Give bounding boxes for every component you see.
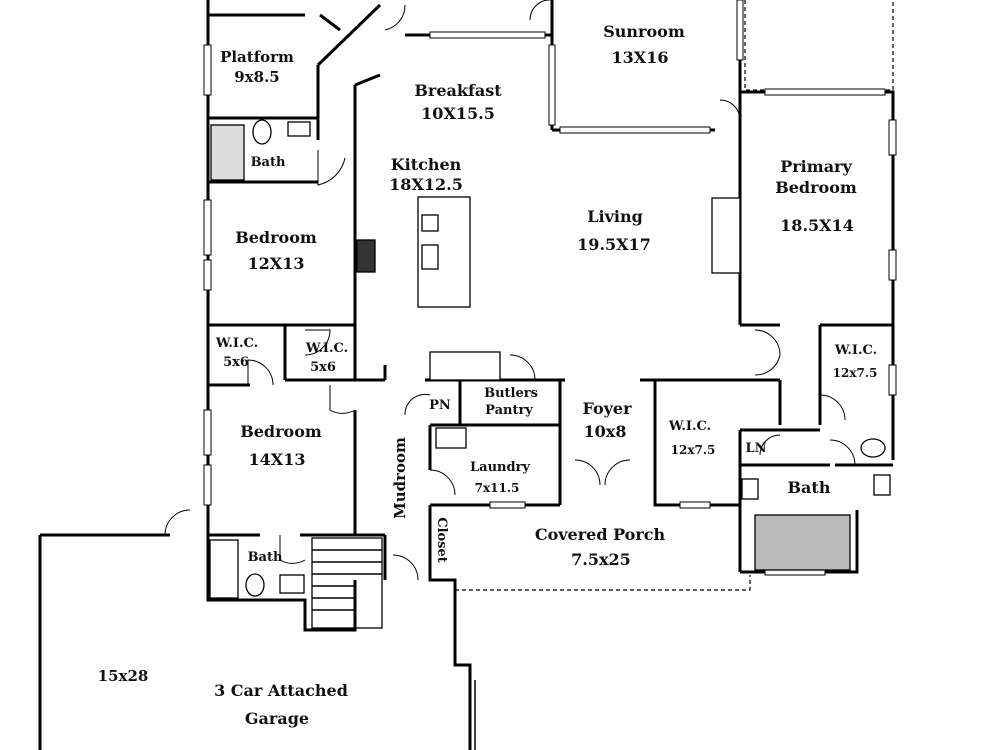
covered-porch-size: 7.5x25	[571, 550, 631, 569]
butlers-pantry-label-2: Pantry	[485, 403, 533, 418]
primary-bedroom-label-2: Bedroom	[775, 178, 857, 197]
toilet-icon	[245, 573, 265, 597]
breakfast-size: 10X15.5	[421, 104, 495, 123]
shower-icon	[754, 514, 851, 571]
sink-icon	[287, 121, 311, 137]
butlers-pantry-label-1: Butlers	[484, 386, 538, 401]
shower-icon	[210, 124, 245, 181]
stairs-icon	[311, 537, 383, 629]
foyer-label: Foyer	[582, 399, 632, 418]
garage-size: 15x28	[98, 667, 149, 685]
laundry-size: 7x11.5	[475, 481, 520, 495]
sunroom-label: Sunroom	[603, 22, 685, 41]
sink-icon	[279, 574, 305, 594]
door-swing-icon	[164, 0, 856, 581]
sunroom-size: 13X16	[612, 48, 669, 67]
bath-primary-label: Bath	[788, 478, 831, 497]
wic-2-size: 5x6	[310, 360, 336, 375]
wic-primary-2-label: W.I.C.	[668, 419, 711, 434]
ln-label: LN	[745, 441, 766, 456]
breakfast-label: Breakfast	[414, 81, 502, 100]
closet-label: Closet	[434, 517, 449, 563]
bedroom-1-size: 12X13	[248, 254, 305, 273]
foyer-size: 10x8	[584, 422, 627, 441]
wic-1-label: W.I.C.	[215, 336, 258, 351]
mudroom-label: Mudroom	[391, 437, 409, 519]
wic-2-label: W.I.C.	[305, 341, 348, 356]
living-size: 19.5X17	[577, 235, 651, 254]
covered-porch-label: Covered Porch	[535, 525, 666, 544]
toilet-icon	[860, 438, 886, 458]
garage-label-1: 3 Car Attached	[214, 681, 348, 700]
wic-primary-1-size: 12x7.5	[833, 366, 878, 380]
wic-primary-2-size: 12x7.5	[671, 443, 716, 457]
bath-upper-label: Bath	[251, 155, 286, 170]
garage-label-2: Garage	[245, 709, 309, 728]
wic-1-size: 5x6	[223, 355, 249, 370]
pn-label: PN	[429, 398, 451, 413]
primary-bedroom-size: 18.5X14	[780, 216, 854, 235]
bedroom-1-label: Bedroom	[235, 228, 317, 247]
fireplace-icon	[711, 197, 741, 274]
wic-primary-1-label: W.I.C.	[834, 343, 877, 358]
bath-lower-label: Bath	[248, 550, 283, 565]
bedroom-2-size: 14X13	[249, 450, 306, 469]
bedroom-2-label: Bedroom	[240, 422, 322, 441]
living-label: Living	[587, 207, 643, 226]
primary-bedroom-label-1: Primary	[780, 157, 852, 176]
kitchen-label: Kitchen	[391, 155, 462, 174]
room-labels: Platform 9x8.5 Bath Breakfast 10X15.5 Su…	[98, 22, 878, 728]
stove-icon	[356, 239, 376, 273]
platform-label: Platform	[220, 48, 294, 66]
platform-size: 9x8.5	[234, 68, 279, 86]
windows	[203, 0, 897, 576]
fixtures	[209, 119, 891, 629]
kitchen-size: 18X12.5	[389, 175, 463, 194]
laundry-label: Laundry	[470, 460, 530, 475]
toilet-icon	[252, 119, 272, 145]
